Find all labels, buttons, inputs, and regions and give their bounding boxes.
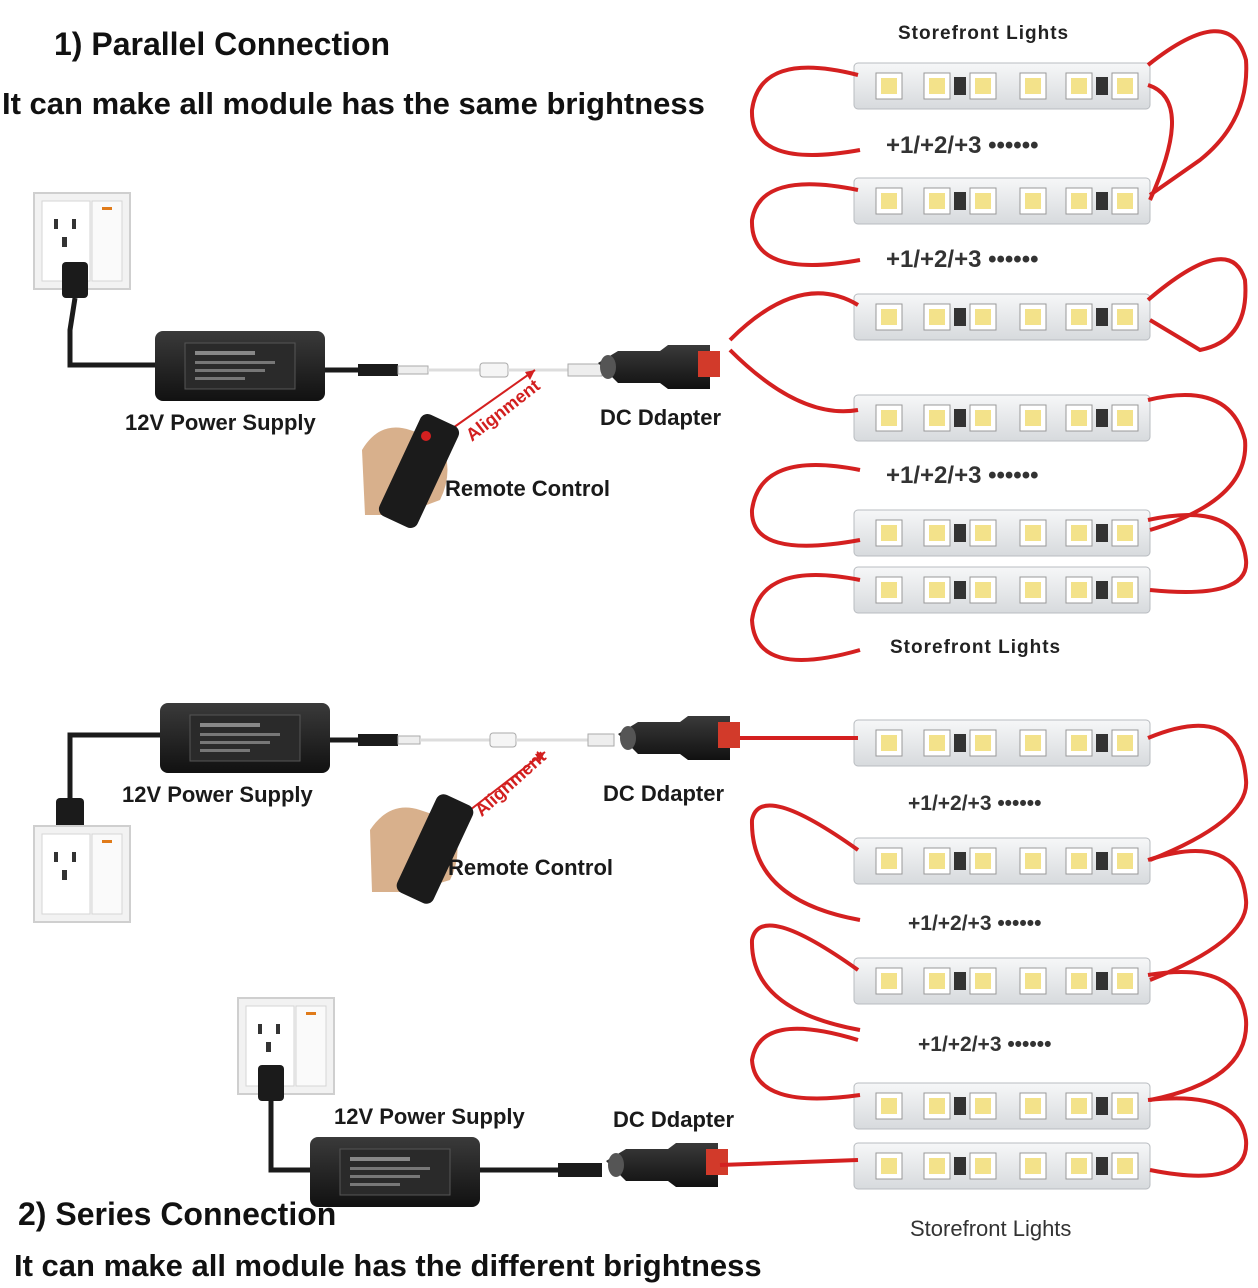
plus-label-1: +1/+2/+3 •••••• bbox=[886, 132, 1039, 159]
plus-label-6: +1/+2/+3 •••••• bbox=[918, 1033, 1052, 1056]
wall-socket-icon-2 bbox=[33, 825, 131, 923]
plus-label-3: +1/+2/+3 •••••• bbox=[886, 462, 1039, 489]
storefront-lights-label-top: Storefront Lights bbox=[898, 23, 1070, 44]
storefront-lights-label-series: Storefront Lights bbox=[910, 1216, 1072, 1241]
plus-label-5: +1/+2/+3 •••••• bbox=[908, 912, 1042, 935]
power-supply-label-2: 12V Power Supply bbox=[122, 782, 313, 807]
dc-adapter-icon bbox=[598, 345, 720, 389]
dc-adapter-label-2: DC Ddapter bbox=[603, 781, 725, 806]
remote-control-label-2: Remote Control bbox=[448, 855, 613, 880]
dc-adapter-icon-2 bbox=[618, 716, 740, 760]
parallel-subtitle: It can make all module has the same brig… bbox=[2, 86, 705, 121]
dc-adapter-icon-3 bbox=[606, 1143, 728, 1187]
remote-control-icon bbox=[378, 414, 460, 528]
plus-label-2: +1/+2/+3 •••••• bbox=[886, 246, 1039, 273]
power-supply-label-3: 12V Power Supply bbox=[334, 1104, 525, 1129]
power-adapter-icon bbox=[154, 330, 326, 402]
remote-control-icon-2 bbox=[396, 794, 474, 904]
storefront-lights-label-bottom: Storefront Lights bbox=[890, 637, 1062, 658]
power-adapter-icon-2 bbox=[159, 702, 331, 774]
series-subtitle: It can make all module has the different… bbox=[14, 1248, 762, 1283]
parallel-title: 1) Parallel Connection bbox=[54, 26, 391, 62]
dc-adapter-label-3: DC Ddapter bbox=[613, 1107, 735, 1132]
wall-socket-icon-3 bbox=[237, 997, 335, 1095]
dc-adapter-label: DC Ddapter bbox=[600, 405, 722, 430]
plus-label-4: +1/+2/+3 •••••• bbox=[908, 792, 1042, 815]
remote-control-label: Remote Control bbox=[445, 476, 610, 501]
power-supply-label: 12V Power Supply bbox=[125, 410, 316, 435]
series-title: 2) Series Connection bbox=[18, 1196, 337, 1232]
